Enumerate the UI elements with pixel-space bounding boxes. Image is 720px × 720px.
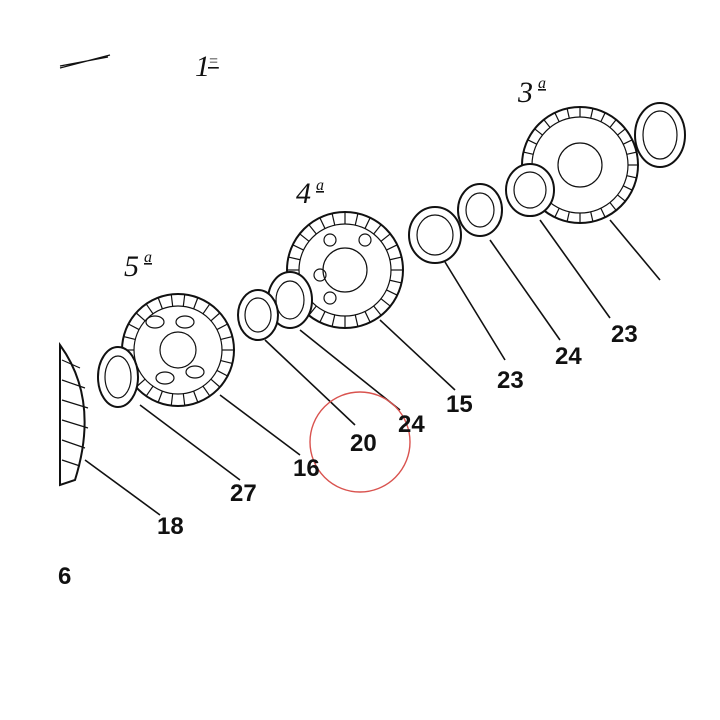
- gear-tooth: [128, 323, 140, 331]
- gear-tooth: [364, 217, 371, 229]
- gear-tooth: [123, 336, 136, 341]
- gear-tooth: [527, 139, 538, 145]
- gear-label-3-sup: a: [538, 75, 546, 92]
- gear-tooth: [216, 369, 228, 377]
- gear-tooth: [354, 213, 359, 226]
- part-number-15: 15: [446, 391, 473, 418]
- gear-tooth: [308, 224, 317, 235]
- gear-tooth: [220, 359, 233, 364]
- gear-tooth: [202, 385, 211, 397]
- gear-tooth: [534, 128, 543, 136]
- gear-label-1-sup: =: [208, 53, 219, 70]
- gear-label-5-sup: a: [144, 249, 152, 266]
- bearing-23-right-drawing: [505, 163, 555, 217]
- part-number-24-right: 24: [555, 343, 582, 370]
- part-number-23-mid: 23: [497, 367, 524, 394]
- gear-tooth: [157, 390, 163, 403]
- circlip-20-drawing: [237, 289, 279, 341]
- gear-tooth: [554, 112, 560, 123]
- gear-tooth: [182, 393, 186, 406]
- gear-tooth: [554, 207, 560, 218]
- gear-tooth: [389, 279, 402, 284]
- gear-tooth: [600, 112, 606, 123]
- part-number-18: 18: [157, 513, 184, 540]
- gear-tooth: [364, 311, 371, 323]
- gear-tooth: [609, 202, 617, 211]
- gear-tooth: [386, 289, 398, 296]
- gear-tooth: [543, 119, 551, 128]
- gear-tooth: [319, 217, 326, 229]
- gear-tooth: [354, 314, 359, 327]
- gear-tooth: [288, 256, 301, 261]
- gear-label-1: 1: [195, 50, 210, 83]
- washer-27-drawing: [97, 346, 139, 408]
- part-number-16: 16: [293, 455, 320, 482]
- gear-tooth: [617, 194, 626, 202]
- part-number-27: 27: [230, 480, 257, 507]
- gear-tooth: [380, 233, 391, 242]
- gear-tooth: [157, 297, 163, 310]
- bearing-23-mid-drawing: [408, 206, 462, 264]
- gear-tooth: [566, 108, 570, 119]
- gear-tooth: [590, 211, 594, 222]
- gear-tooth: [216, 323, 228, 331]
- gear-label-5: 5: [124, 250, 139, 283]
- leader-lines: [84, 219, 661, 516]
- part-number-20: 20: [350, 430, 377, 457]
- gear-tooth: [386, 244, 398, 251]
- gear-tooth: [299, 233, 310, 242]
- gear-tooth: [193, 297, 199, 310]
- washer-24-right-drawing: [457, 183, 503, 237]
- part-number-6: 6: [58, 563, 71, 590]
- gear-tooth: [145, 385, 154, 397]
- gear-tooth: [566, 211, 570, 222]
- part-number-23-right: 23: [611, 321, 638, 348]
- gear-tooth: [135, 312, 146, 322]
- gear-tooth: [626, 175, 637, 179]
- gear-tooth: [373, 305, 382, 316]
- gear-label-4: 4: [296, 177, 311, 210]
- gear-tooth: [609, 119, 617, 128]
- gear-tooth: [170, 393, 174, 406]
- part-number-24-mid: 24: [398, 411, 425, 438]
- gear-tooth: [380, 298, 391, 307]
- gear-tooth: [202, 303, 211, 315]
- gear-tooth: [292, 244, 304, 251]
- gear-tooth: [182, 294, 186, 307]
- gear-tooth: [210, 312, 221, 322]
- gear-tooth: [210, 378, 221, 388]
- gear-tooth: [319, 311, 326, 323]
- gear-tooth: [617, 128, 626, 136]
- gear-tooth: [622, 139, 633, 145]
- gear-18-partial-drawing: [59, 341, 89, 487]
- gear-tooth: [220, 336, 233, 341]
- gear-tooth: [331, 314, 336, 327]
- partial-arrow: [59, 54, 111, 69]
- gear-label-4-sup: a: [316, 177, 324, 194]
- gear-tooth: [145, 303, 154, 315]
- gear-tooth: [170, 294, 174, 307]
- gear-tooth: [590, 108, 594, 119]
- highlight-circle: [309, 391, 411, 493]
- gear-tooth: [622, 185, 633, 191]
- gear-tooth: [389, 256, 402, 261]
- gear-label-3: 3: [517, 76, 533, 109]
- gear-4-drawing: [286, 211, 404, 329]
- gear-tooth: [193, 390, 199, 403]
- gear-tooth: [626, 151, 637, 155]
- gear-tooth: [600, 207, 606, 218]
- gear-tooth: [523, 151, 534, 155]
- gear-5-drawing: [121, 293, 235, 407]
- gear-tooth: [331, 213, 336, 226]
- gear-tooth: [373, 224, 382, 235]
